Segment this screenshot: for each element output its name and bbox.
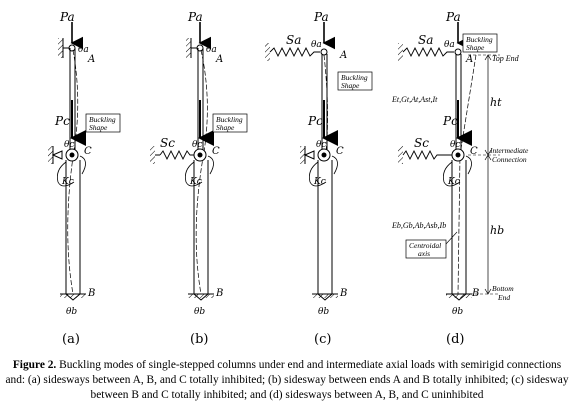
theta-a-label: θa bbox=[78, 45, 89, 55]
theta-b-label: θb bbox=[66, 307, 77, 317]
point-c-label: C bbox=[470, 146, 478, 157]
point-a-label: A bbox=[339, 50, 347, 61]
kc-label: Kc bbox=[61, 177, 74, 187]
buckling-shape-label: Buckling bbox=[341, 73, 368, 82]
point-b-label: B bbox=[339, 288, 347, 299]
bottom-end-label-2: End bbox=[497, 293, 510, 302]
theta-b-label: θb bbox=[194, 307, 205, 317]
load-pa-label: Pa bbox=[313, 10, 329, 24]
intermediate-connection-label-2: Connection bbox=[492, 155, 527, 164]
buckling-shape-label: Buckling bbox=[216, 115, 243, 124]
kc-label: Kc bbox=[189, 177, 202, 187]
panel-a-label: (a) bbox=[62, 332, 80, 347]
panel-a: Pa θa A Pc Buckling Shape θc C Kc bbox=[48, 10, 121, 347]
load-pa-label: Pa bbox=[445, 10, 461, 24]
intermediate-connection-label: Intermediate bbox=[489, 146, 529, 155]
point-a-label: A bbox=[465, 54, 473, 65]
load-pc-label: Pc bbox=[442, 114, 458, 128]
point-b-label: B bbox=[471, 288, 479, 299]
centroidal-axis-label-2: axis bbox=[418, 249, 430, 258]
spring-sc-label: Sc bbox=[414, 136, 429, 150]
point-c-label: C bbox=[84, 146, 92, 157]
point-c-label: C bbox=[212, 146, 220, 157]
lower-properties-label: Eb,Gb,Ab,Asb,Ib bbox=[391, 221, 446, 230]
figure-caption: Figure 2. Buckling modes of single-stepp… bbox=[4, 358, 570, 403]
buckling-shape-label: Buckling bbox=[466, 35, 493, 44]
panel-c: Pa Sa θa A Buckling Shape Pc θc C Kc B θ… bbox=[265, 10, 373, 347]
theta-c-label: θc bbox=[192, 140, 202, 150]
buckling-shape-label-2: Shape bbox=[216, 123, 235, 132]
hb-label: hb bbox=[490, 224, 504, 237]
theta-a-label: θa bbox=[444, 40, 455, 50]
buckling-shape-label-2: Shape bbox=[341, 81, 360, 90]
top-end-label: Top End bbox=[492, 54, 520, 63]
load-pa-label: Pa bbox=[59, 10, 75, 24]
point-c-label: C bbox=[336, 146, 344, 157]
buckling-shape-label: Buckling bbox=[89, 115, 116, 124]
spring-sc-label: Sc bbox=[160, 136, 175, 150]
panel-c-label: (c) bbox=[314, 332, 331, 347]
load-pc-label: Pc bbox=[307, 114, 323, 128]
theta-c-label: θc bbox=[316, 140, 326, 150]
spring-sa-label: Sa bbox=[418, 33, 433, 47]
theta-c-label: θc bbox=[450, 140, 460, 150]
load-pa-label: Pa bbox=[187, 10, 203, 24]
theta-a-label: θa bbox=[206, 45, 217, 55]
buckling-shape-label-2: Shape bbox=[466, 43, 485, 52]
theta-b-label: θb bbox=[452, 307, 463, 317]
upper-properties-label: Et,Gt,At,Ast,It bbox=[391, 95, 438, 104]
panel-b: Pa θa A Buckling Shape Sc θc C Kc B θb (… bbox=[150, 10, 248, 347]
kc-label: Kc bbox=[313, 177, 326, 187]
theta-b-label: θb bbox=[318, 307, 329, 317]
theta-c-label: θc bbox=[64, 140, 74, 150]
bottom-end-label: Bottom bbox=[492, 284, 514, 293]
buckling-shape-label-2: Shape bbox=[89, 123, 108, 132]
load-pc-label: Pc bbox=[54, 114, 70, 128]
spring-sa-label: Sa bbox=[286, 33, 301, 47]
caption-label: Figure 2. bbox=[12, 359, 57, 371]
theta-a-label: θa bbox=[311, 40, 322, 50]
panel-b-label: (b) bbox=[190, 332, 208, 347]
point-a-label: A bbox=[87, 54, 95, 65]
caption-text: Buckling modes of single-stepped columns… bbox=[5, 359, 569, 401]
point-a-label: A bbox=[215, 54, 223, 65]
ht-label: ht bbox=[490, 96, 502, 109]
panel-d: Pa Sa θa A Buckling Shape Et,Gt,At,Ast,I… bbox=[391, 10, 529, 347]
buckling-figure: Pa θa A Pc Buckling Shape θc C Kc bbox=[48, 10, 529, 347]
centroidal-axis-label: Centroidal bbox=[409, 241, 441, 250]
point-b-label: B bbox=[215, 288, 223, 299]
panel-d-label: (d) bbox=[446, 332, 464, 347]
point-b-label: B bbox=[87, 288, 95, 299]
kc-label: Kc bbox=[447, 177, 460, 187]
